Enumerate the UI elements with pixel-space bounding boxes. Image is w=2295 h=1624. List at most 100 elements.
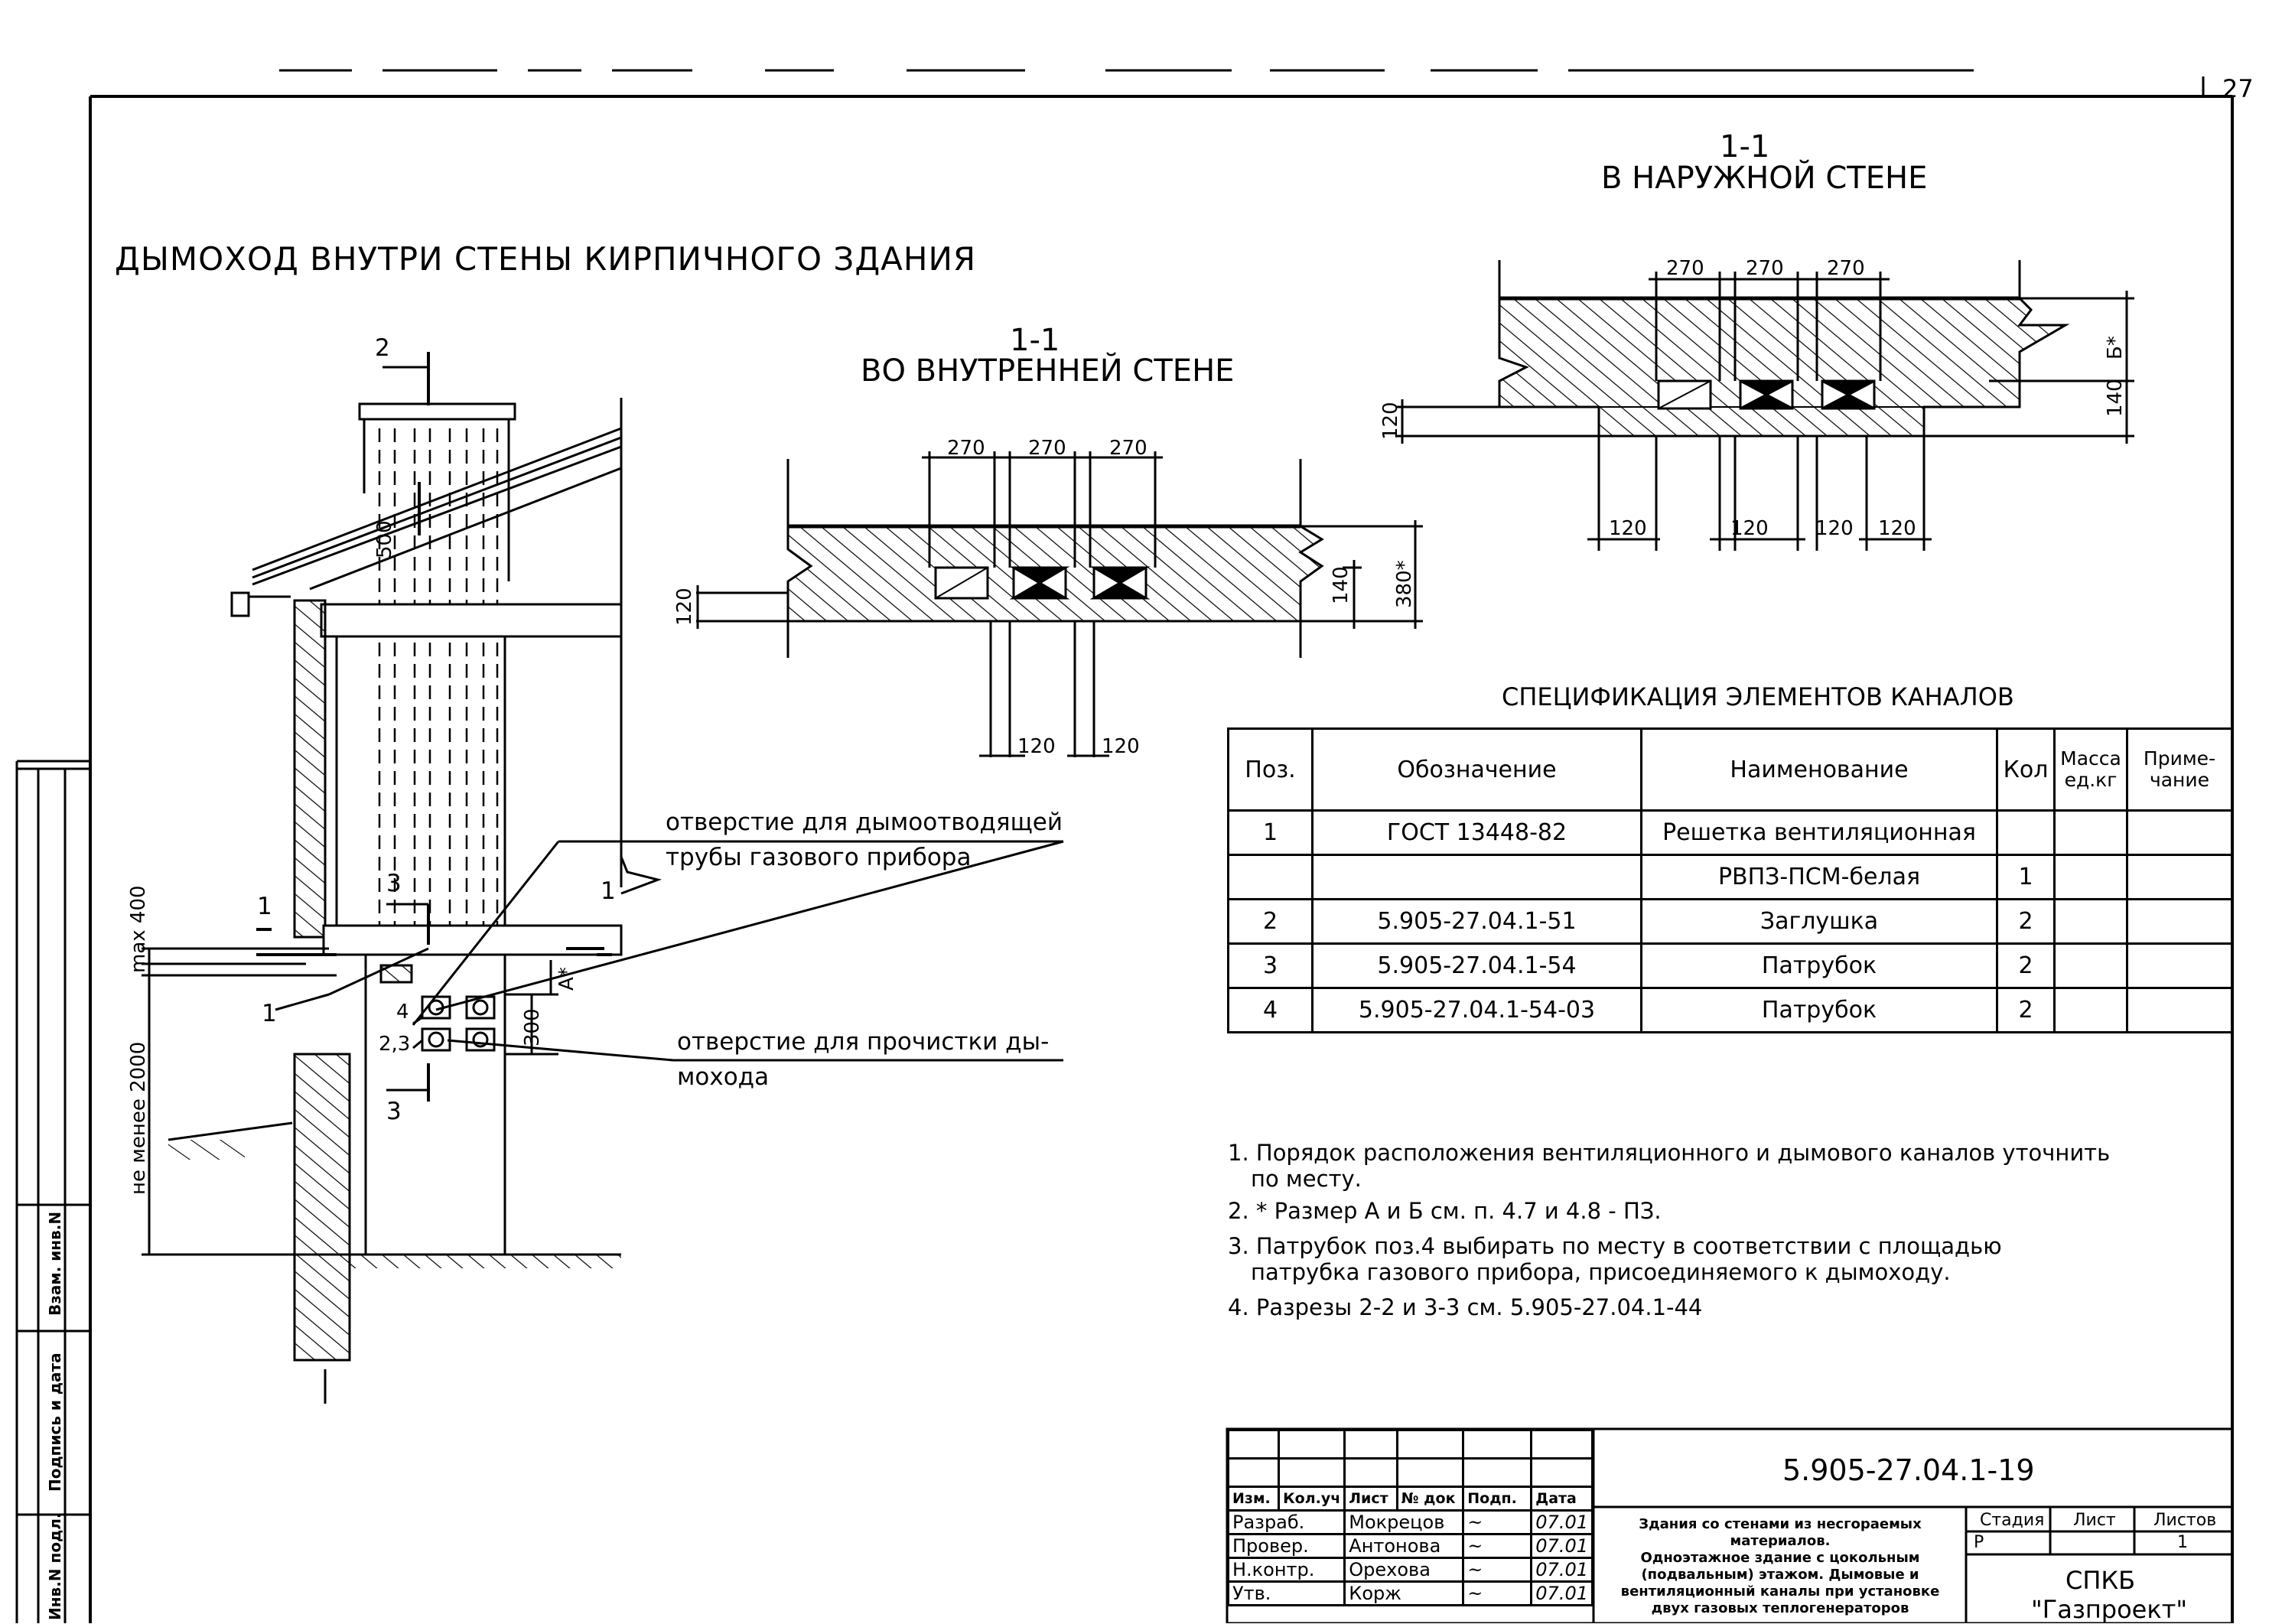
dim-outer-right-140: 140 <box>2104 379 2127 417</box>
spec-cell <box>2053 942 2128 989</box>
spec-header-note-1: Приме- <box>2143 747 2216 770</box>
dim-top-500: 500 <box>373 520 396 558</box>
spec-cell <box>2053 854 2128 900</box>
org-name-1: СПКБ <box>2066 1566 2136 1595</box>
dim-max400: max 400 <box>127 885 150 973</box>
tb-role: Утв. <box>1226 1580 1346 1606</box>
leader-text-flue-1: отверстие для дымоотводящей <box>666 809 1063 836</box>
spec-header-note-2: чание <box>2149 769 2210 791</box>
spec-header-mass-2: ед.кг <box>2064 769 2118 791</box>
tb-head-sign: Подп. <box>1462 1486 1533 1512</box>
tb-date: 07.01 <box>1530 1533 1593 1559</box>
page-number: 27 <box>2222 74 2254 103</box>
callout-4: 4 <box>396 1001 409 1024</box>
tb-head-list: Лист <box>1343 1486 1398 1512</box>
signature: ~ <box>1462 1533 1533 1559</box>
spec-cell <box>2126 987 2233 1033</box>
document-code: 5.905-27.04.1-19 <box>1782 1453 2035 1487</box>
spec-cell <box>1311 854 1642 900</box>
leader-text-clean-1: отверстие для прочистки ды- <box>677 1028 1050 1056</box>
tb-person: Мокрецов <box>1343 1509 1465 1535</box>
spec-title: СПЕЦИФИКАЦИЯ ЭЛЕМЕНТОВ КАНАЛОВ <box>1502 682 2014 711</box>
signature: ~ <box>1462 1580 1533 1606</box>
spec-header-name: Наименование <box>1640 727 1998 812</box>
spec-cell: 4 <box>1227 987 1314 1033</box>
cut-label-3-top: 3 <box>386 870 402 897</box>
section-outer-drawing <box>1396 260 2134 551</box>
spec-cell: РВПЗ-ПСМ-белая <box>1640 854 1998 900</box>
note-2: 2. * Размер А и Б см. п. 4.7 и 4.8 - ПЗ. <box>1228 1198 2110 1224</box>
dim-inner-bottom-1: 120 <box>1017 735 1056 758</box>
note-4-line-1: 4. Разрезы 2-2 и 3-3 см. 5.905-27.04.1-4… <box>1228 1294 1703 1320</box>
dim-300: 300 <box>521 1008 544 1046</box>
dim-outer-right-b: Б* <box>2104 336 2127 360</box>
spec-header-designation: Обозначение <box>1311 727 1642 812</box>
sheet-frame <box>89 76 2234 1623</box>
spec-cell: Заглушка <box>1640 898 1998 945</box>
dim-outer-top-1: 270 <box>1666 257 1704 280</box>
spec-cell: 3 <box>1227 942 1314 989</box>
desc-line: Одноэтажное здание с цокольным <box>1640 1550 1920 1566</box>
dim-inner-bottom-2: 120 <box>1102 735 1140 758</box>
tb-head-kol: Кол.уч <box>1278 1486 1346 1512</box>
main-title: ДЫМОХОД ВНУТРИ СТЕНЫ КИРПИЧНОГО ЗДАНИЯ <box>115 240 977 278</box>
dim-a-star: A* <box>555 967 578 991</box>
notes-block: 1. Порядок расположения вентиляционного … <box>1228 1140 2110 1320</box>
tb-date: 07.01 <box>1530 1557 1593 1583</box>
title-block-frame <box>1226 1427 2234 1623</box>
spec-header-qty: Кол <box>1996 727 2056 812</box>
note-4: 4. Разрезы 2-2 и 3-3 см. 5.905-27.04.1-4… <box>1228 1294 2110 1320</box>
spec-cell: 2 <box>1996 942 2056 989</box>
side-stamp-frame <box>15 760 90 1623</box>
callout-1: 1 <box>262 1000 277 1027</box>
cut-label-3-bottom: 3 <box>386 1098 402 1125</box>
tb-head-izm: Изм. <box>1226 1486 1281 1512</box>
dim-outer-top-2: 270 <box>1746 257 1784 280</box>
note-3-line-1: 3. Патрубок поз.4 выбирать по месту в со… <box>1228 1233 2002 1259</box>
spec-cell: Патрубок <box>1640 942 1998 989</box>
title-block-description: Здания со стенами из несгораемых материа… <box>1597 1516 1963 1617</box>
spec-cell: Решетка вентиляционная <box>1640 809 1998 856</box>
spec-cell <box>2126 898 2233 945</box>
callout-2-3: 2,3 <box>379 1033 411 1056</box>
note-1-line-2: по месту. <box>1251 1166 1362 1192</box>
spec-cell: 2 <box>1996 987 2056 1033</box>
desc-line: двух газовых теплогенераторов <box>1651 1600 1909 1616</box>
leader-text-flue-2: трубы газового прибора <box>666 844 972 871</box>
side-stamp-replace: Взам. инв.N <box>46 1211 64 1316</box>
tb-role: Разраб. <box>1226 1509 1346 1535</box>
desc-line: Здания со стенами из несгораемых <box>1639 1516 1922 1532</box>
signature: ~ <box>1462 1509 1533 1535</box>
desc-line: вентиляционный каналы при установке <box>1620 1583 1940 1600</box>
cut-label-1-right: 1 <box>601 877 616 905</box>
dim-inner-top-3: 270 <box>1109 437 1148 460</box>
section-inner-drawing <box>696 451 1423 757</box>
spec-cell <box>2053 898 2128 945</box>
org-name-2: "Газпроект" <box>2031 1595 2188 1624</box>
title-block-signatures: Изм. Кол.уч Лист № док Подп. Дата Разраб… <box>1226 1429 1593 1606</box>
side-stamp-inv: Инв.N подл. <box>46 1512 64 1620</box>
tb-role: Н.контр. <box>1226 1557 1346 1583</box>
spec-cell: 5.905-27.04.1-51 <box>1311 898 1642 945</box>
tb-role: Провер. <box>1226 1533 1346 1559</box>
sheet-label: Лист <box>2073 1511 2116 1530</box>
dim-inner-top-1: 270 <box>947 437 985 460</box>
note-3: 3. Патрубок поз.4 выбирать по месту в со… <box>1228 1233 2110 1285</box>
spec-cell: 1 <box>1227 809 1314 856</box>
section-outer-label: 1-1 <box>1720 129 1770 164</box>
spec-cell <box>1996 809 2056 856</box>
tb-row: Разраб. Мокрецов ~ 07.01 <box>1226 1509 1593 1535</box>
spec-cell <box>2126 809 2233 856</box>
dim-outer-top-3: 270 <box>1827 257 1865 280</box>
signature: ~ <box>1462 1557 1533 1583</box>
note-1: 1. Порядок расположения вентиляционного … <box>1228 1140 2110 1192</box>
stage-label: Стадия <box>1980 1511 2045 1530</box>
sheets-label: Листов <box>2153 1511 2217 1530</box>
tb-person: Корж <box>1343 1580 1465 1606</box>
section-outer-subtitle: В НАРУЖНОЙ СТЕНЕ <box>1601 161 1928 196</box>
